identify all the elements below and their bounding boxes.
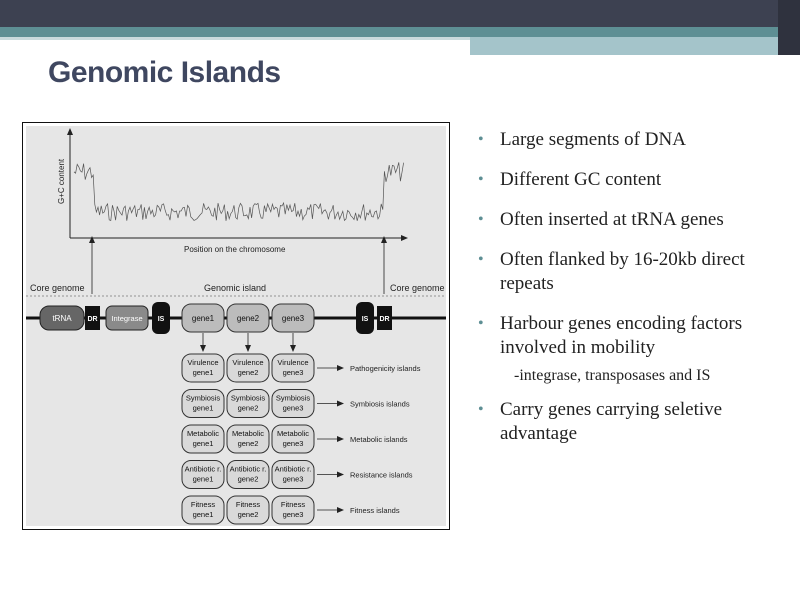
gene-box — [226, 389, 270, 418]
gene-box — [181, 424, 225, 454]
genomic-island-label: Genomic island — [204, 283, 266, 293]
gene-box — [226, 460, 270, 489]
bullet-item: •Often inserted at tRNA genes — [478, 209, 724, 230]
bullet-item: •Large segments of DNA — [478, 129, 686, 150]
top-bar — [0, 0, 800, 27]
island-type-label: Pathogenicity islands — [350, 364, 421, 373]
integrase-box: Integrase — [111, 314, 142, 323]
gene-box — [271, 424, 315, 454]
position-axis-label: Position on the chromosome — [184, 245, 286, 254]
dr-right-box: DR — [379, 316, 389, 323]
core-genome-left-label: Core genome — [30, 283, 85, 293]
gene-box — [271, 353, 315, 383]
island-type-label: Metabolic islands — [350, 435, 408, 444]
gene-box — [271, 460, 315, 489]
slide-title: Genomic Islands — [48, 56, 281, 89]
bullet-item: •Carry genes carrying seletive advantage — [478, 399, 723, 444]
row-arrowhead — [337, 436, 344, 442]
gene-box-label: Antibiotic r.gene2 — [230, 465, 267, 484]
gene-box — [181, 353, 225, 383]
gene-box — [181, 389, 225, 418]
gc-axis-label: G+C content — [57, 158, 66, 204]
island-type-label: Resistance islands — [350, 471, 413, 480]
row-arrowhead — [337, 400, 344, 407]
bullet-list: •Large segments of DNA •Different GC con… — [476, 128, 792, 462]
corner-block — [778, 0, 800, 55]
row-arrowhead — [337, 365, 344, 371]
island-type-label: Symbiosis islands — [350, 400, 410, 409]
bullet-icon: • — [478, 211, 484, 228]
bullet-icon: • — [478, 171, 484, 188]
gene3-box: gene3 — [282, 314, 305, 323]
gene-box — [181, 460, 225, 489]
bullet-item: •Often flanked by 16-20kb direct repeats — [478, 249, 745, 294]
bullet-subitem: -integrase, transposases and IS — [514, 367, 711, 384]
row-arrowhead — [337, 471, 344, 478]
genomic-island-diagram: G+C content Position on the chromosome C… — [22, 122, 450, 530]
gene2-box: gene2 — [237, 314, 260, 323]
dr-left-box: DR — [87, 316, 97, 323]
accent-band-right — [470, 37, 800, 55]
is-left-box: IS — [158, 316, 165, 323]
core-genome-right-label: Core genome — [390, 283, 445, 293]
trna-box: tRNA — [52, 314, 72, 323]
gene-box-label: Antibiotic r.gene1 — [185, 465, 222, 484]
gene-box — [271, 495, 315, 525]
bullet-item: •Harbour genes encoding factors involved… — [476, 312, 792, 386]
accent-band-light — [0, 37, 470, 40]
gene-box — [226, 424, 270, 454]
bullet-icon: • — [478, 401, 484, 418]
gene-box — [226, 495, 270, 525]
gene-box — [271, 389, 315, 418]
bullet-icon: • — [478, 315, 484, 332]
bullet-item: •Different GC content — [478, 169, 662, 190]
gene-box — [181, 495, 225, 525]
gene-box — [226, 353, 270, 383]
gene-box-label: Antibiotic r.gene3 — [275, 465, 312, 484]
accent-band — [0, 27, 800, 37]
bullet-icon: • — [478, 131, 484, 148]
island-type-label: Fitness islands — [350, 506, 400, 515]
gene1-box: gene1 — [192, 314, 215, 323]
row-arrowhead — [337, 507, 344, 513]
gc-content-trace — [73, 162, 404, 222]
is-right-box: IS — [362, 316, 369, 323]
bullet-icon: • — [478, 251, 484, 268]
